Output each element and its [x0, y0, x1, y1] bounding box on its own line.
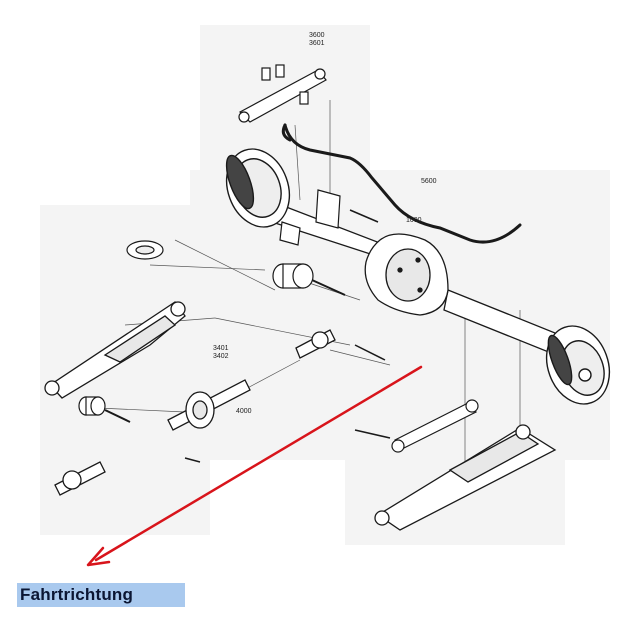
shock-bracket [126, 189, 341, 260]
direction-label: Fahrtrichtung [20, 585, 134, 604]
part-number-3601: 3601 [309, 40, 325, 47]
bolts [184, 209, 391, 463]
drive-shaft-4000 [54, 329, 336, 496]
arm-bushing-left [78, 396, 131, 423]
right-trailing-arm [374, 424, 557, 531]
direction-arrow [86, 365, 423, 567]
part-number-3401: 3401 [213, 345, 229, 352]
stabilizer-bar-5600 [281, 123, 522, 244]
part-number-5600: 5600 [421, 178, 437, 185]
bushing-3401 [272, 263, 346, 296]
direction-label-background [17, 583, 185, 607]
part-number-3402: 3402 [213, 353, 229, 360]
right-upper-link [391, 399, 479, 453]
upper-link-3600 [238, 64, 327, 123]
part-number-3600: 3600 [309, 32, 325, 39]
left-trailing-arm [44, 301, 186, 399]
part-number-1000: 1000 [406, 217, 422, 224]
axle-housing-1000 [267, 198, 561, 356]
right-brake-drum [545, 325, 611, 405]
left-brake-drum [225, 148, 291, 228]
part-number-4000: 4000 [236, 408, 252, 415]
